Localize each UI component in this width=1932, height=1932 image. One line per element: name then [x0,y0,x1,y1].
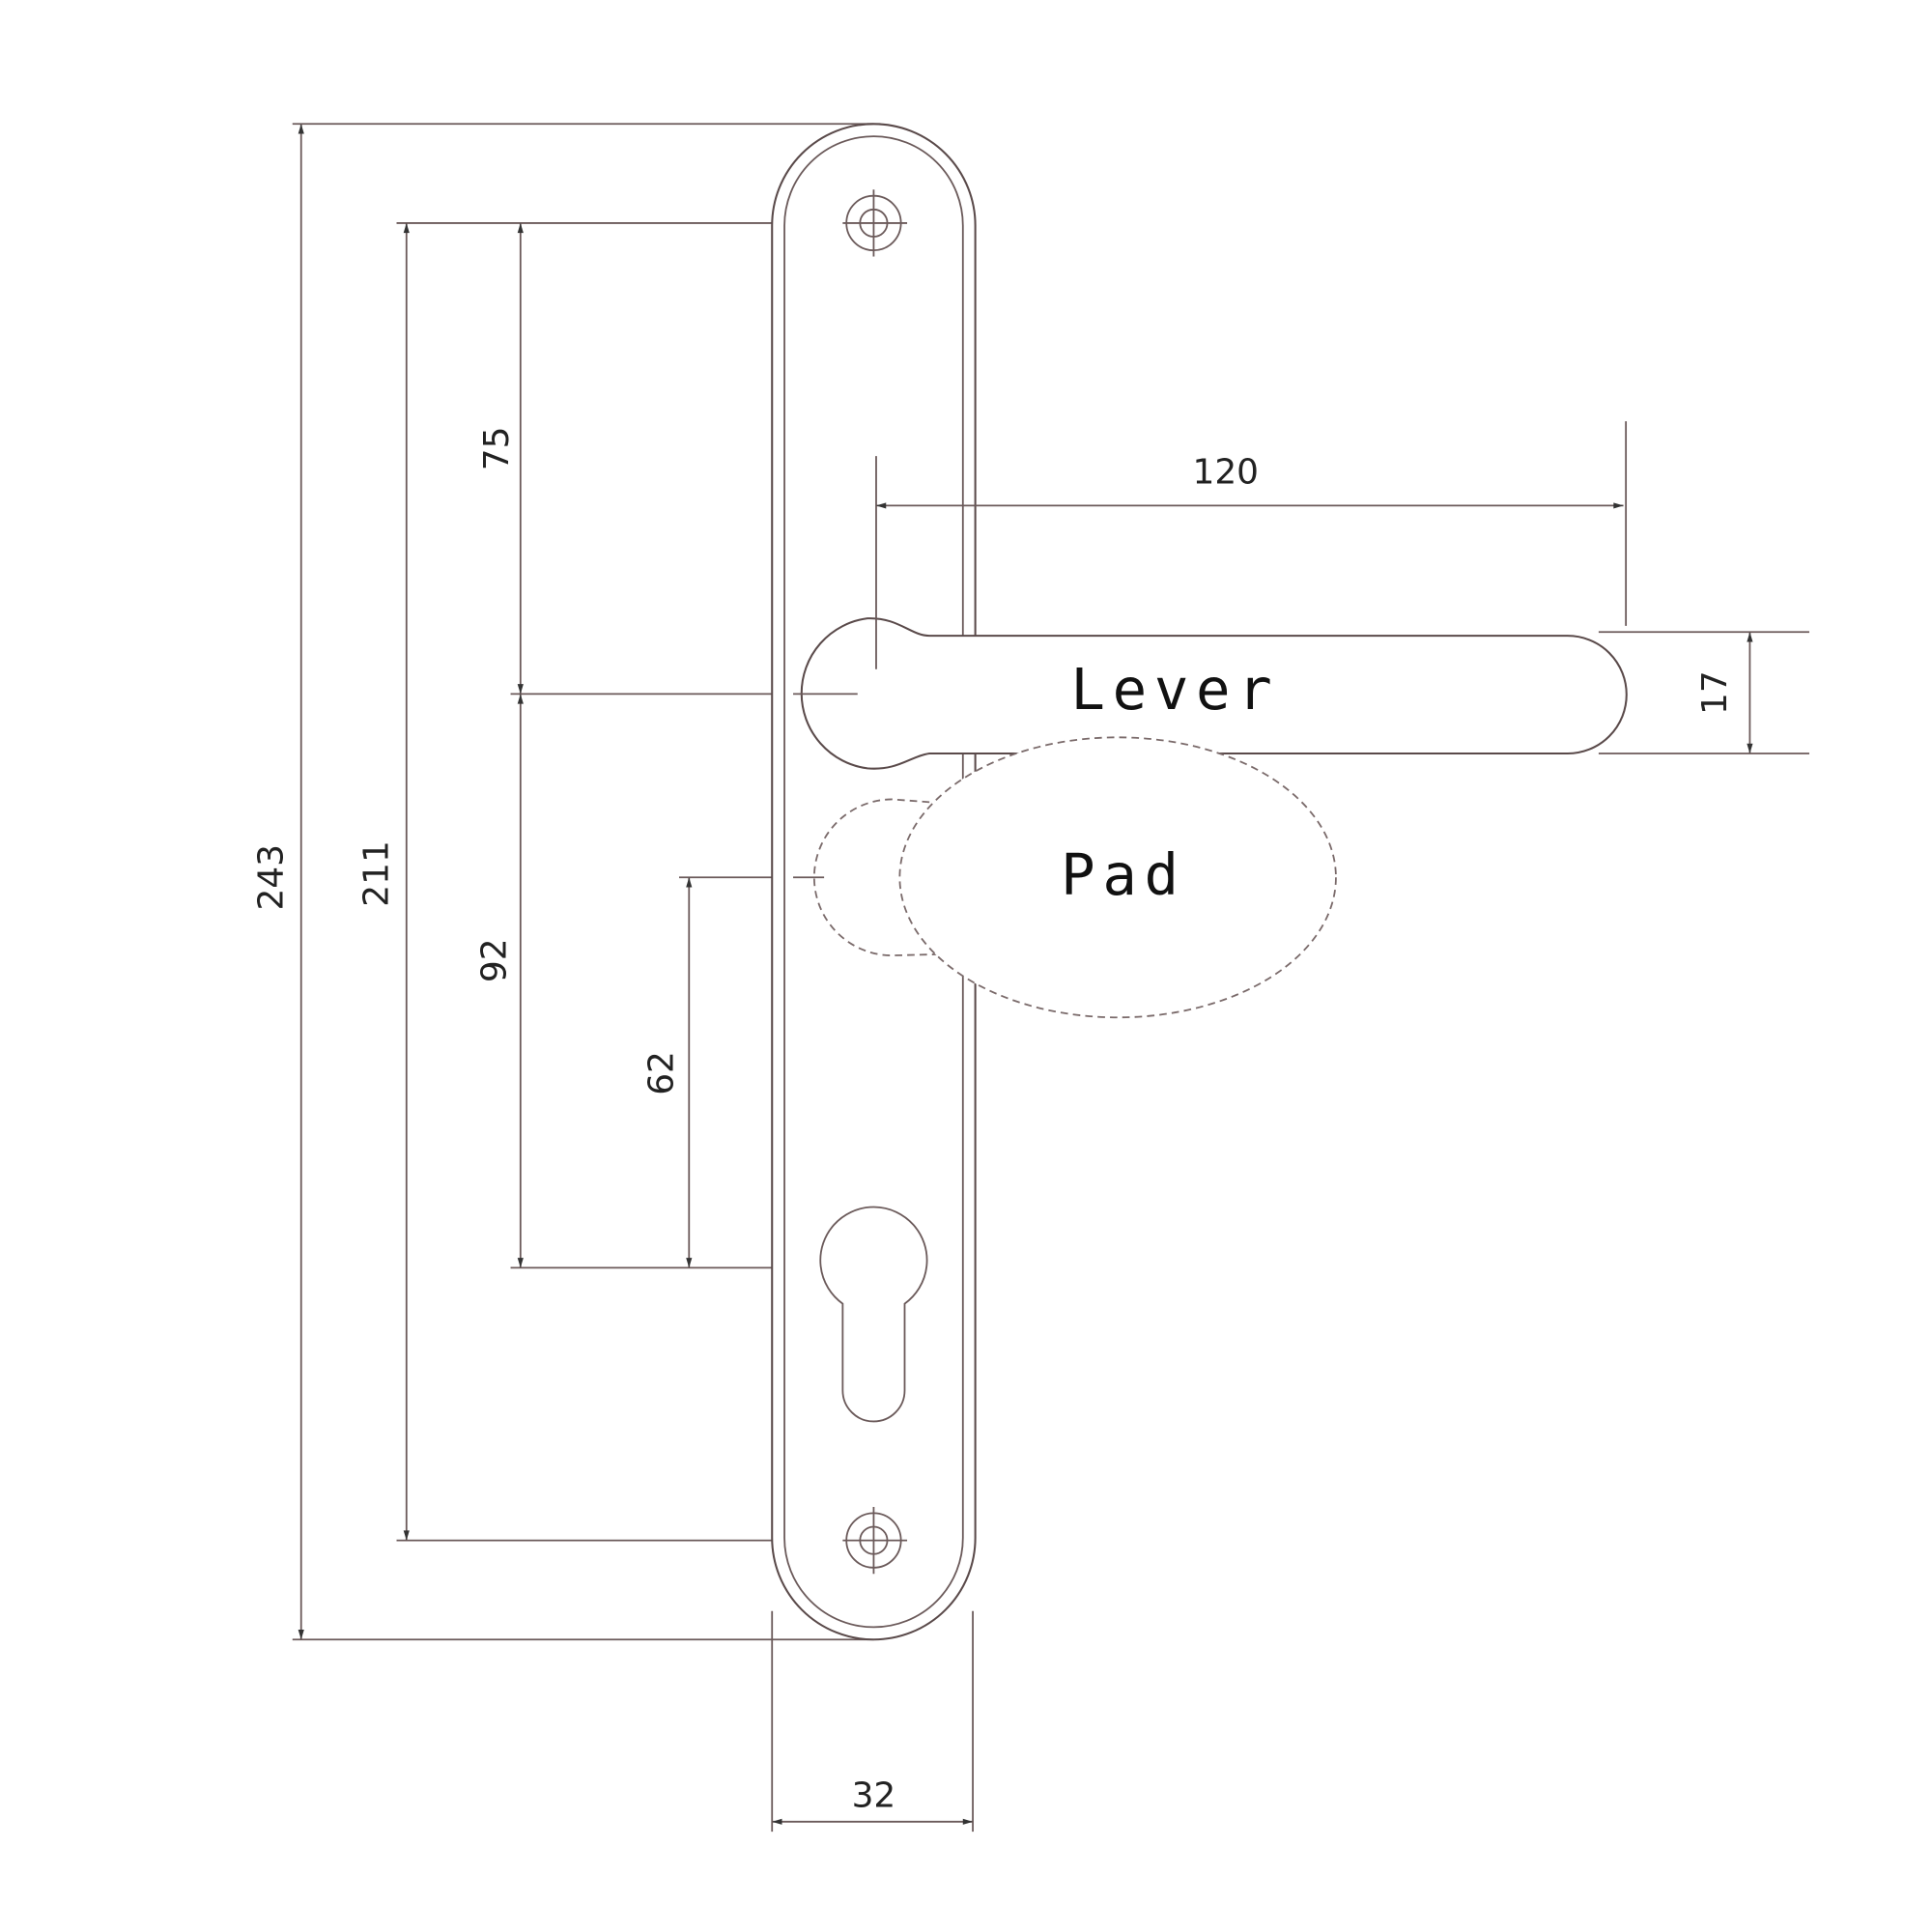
dim-overall-height: 243 [251,844,291,911]
screw-hole-top [842,189,908,257]
dim-pad-to-cylinder: 62 [642,1051,682,1095]
dim-lever-to-cylinder: 92 [474,938,514,982]
dim-screw-spacing: 211 [357,840,397,907]
pad-label: Pad [1061,841,1186,908]
dim-plate-width: 32 [852,1776,896,1815]
cylinder-keyhole [819,1206,928,1423]
dim-lever-length: 120 [1192,452,1259,492]
lever-label: Lever [1070,656,1279,723]
screw-hole-bottom [842,1506,908,1575]
dimension-lines [298,124,1753,1825]
extension-lines [292,123,1809,1833]
dim-lever-thickness: 17 [1695,670,1735,715]
lever-outline [800,617,1628,770]
dim-screw-to-lever: 75 [477,427,517,471]
pad-outline [898,736,1337,1019]
